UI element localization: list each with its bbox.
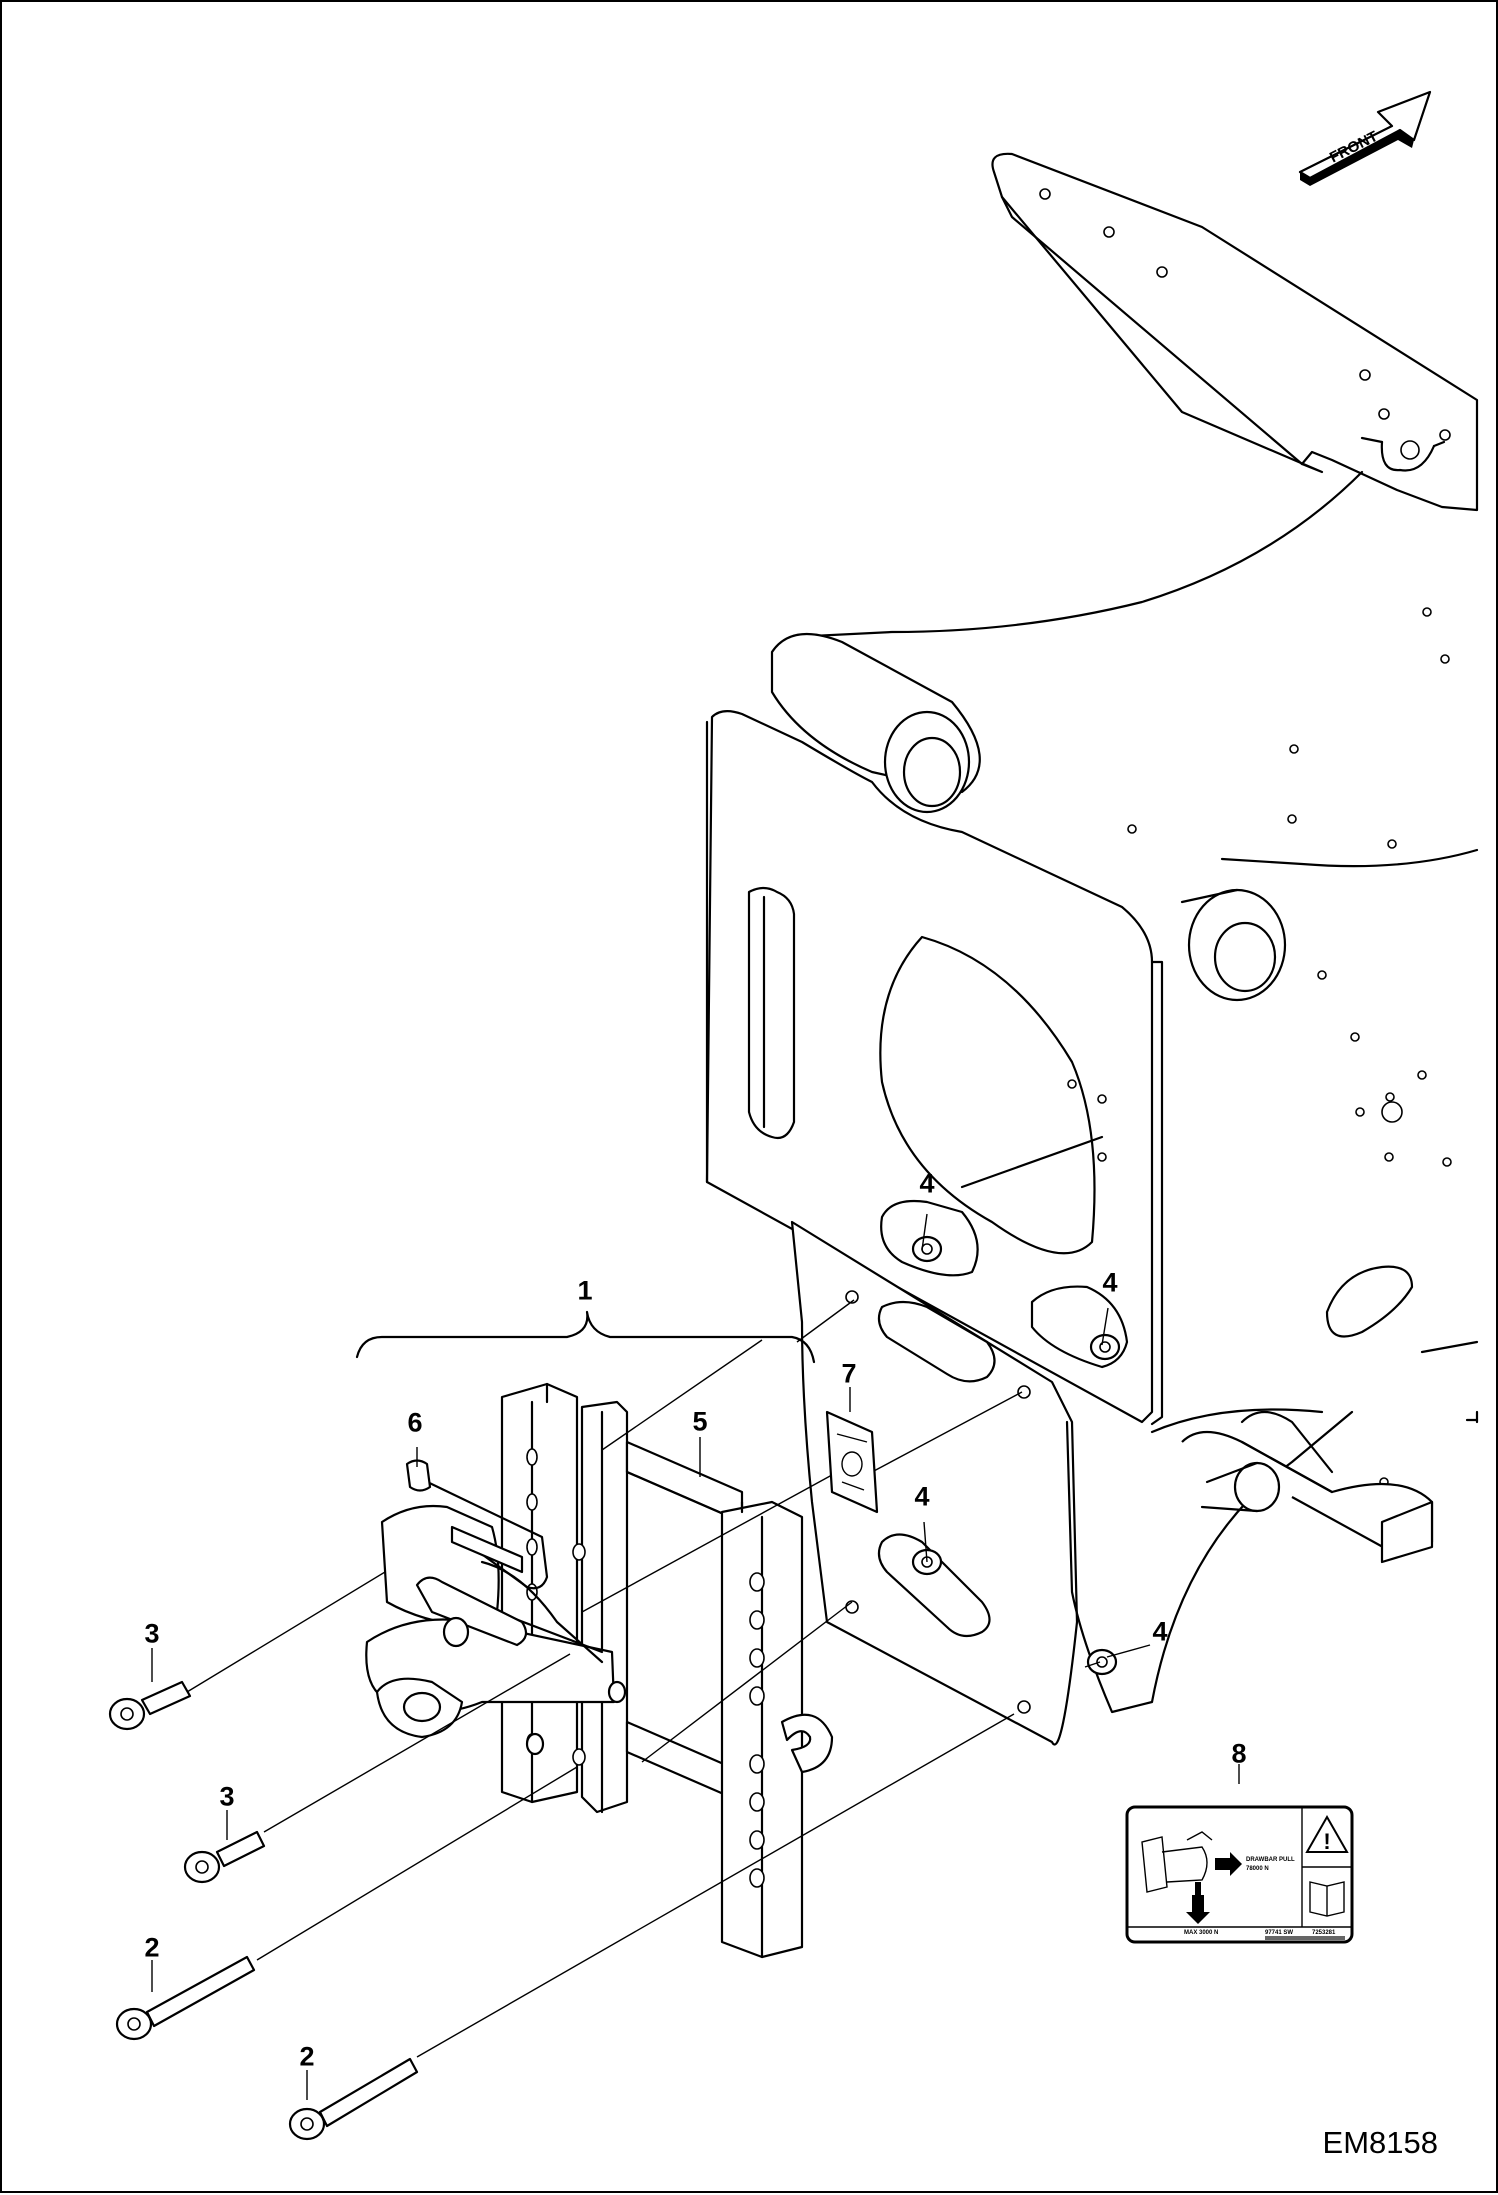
- sticker-7: [825, 1410, 879, 1514]
- tow-hitch-assembly: [365, 1382, 834, 1959]
- svg-text:!: !: [1323, 1829, 1330, 1854]
- callout-2a: 2: [144, 1932, 160, 1963]
- cap-screw-3b: [183, 1830, 266, 1884]
- callout-4c: 4: [914, 1481, 930, 1512]
- callout-2b: 2: [299, 2041, 315, 2072]
- cap-screw-2a: [115, 1955, 256, 2041]
- callout-4b: 4: [1102, 1267, 1118, 1298]
- callout-3a: 3: [144, 1618, 160, 1649]
- callout-1: 1: [577, 1275, 593, 1306]
- callout-3b: 3: [219, 1781, 235, 1812]
- decal-code-right: 7253281: [1312, 1930, 1336, 1936]
- cap-screws: [108, 1680, 419, 2141]
- drawing-reference-code: EM8158: [1322, 2125, 1438, 2160]
- pull-arrow-icon: [1215, 1852, 1242, 1876]
- cap-screw-3a: [108, 1680, 192, 1731]
- callout-6: 6: [407, 1407, 423, 1438]
- explode-lines: [151, 1213, 1240, 2100]
- callout-7: 7: [841, 1358, 857, 1389]
- decal-drawbar-value: 78000 N: [1246, 1866, 1269, 1872]
- callout-4d: 4: [1152, 1616, 1168, 1647]
- manual-book-icon: [1309, 1881, 1345, 1917]
- callout-8: 8: [1231, 1738, 1247, 1769]
- decal-max-load: MAX 3000 N: [1184, 1930, 1218, 1936]
- warning-triangle-icon: [1305, 1814, 1349, 1853]
- decal-drawbar-pull: DRAWBAR PULL: [1246, 1857, 1295, 1863]
- assembly-bracket: [355, 1310, 816, 1364]
- top-bracket-plate: [991, 152, 1479, 512]
- cap-screw-2b: [288, 2057, 419, 2141]
- callout-4a: 4: [919, 1168, 935, 1199]
- load-arrow-icon: [1186, 1895, 1210, 1924]
- loader-frame: [705, 470, 1479, 1746]
- warning-decal: ! DRAWBAR PULL 78000 N MAX 3000 N 97741 …: [1125, 1805, 1354, 1944]
- decal-barcode: [1265, 1936, 1345, 1940]
- front-arrow-icon: FRONT: [1298, 90, 1432, 186]
- hitch-pictogram-icon: [1141, 1831, 1213, 1900]
- decal-code-left: 97741 SW: [1265, 1930, 1293, 1936]
- callout-5: 5: [692, 1406, 708, 1437]
